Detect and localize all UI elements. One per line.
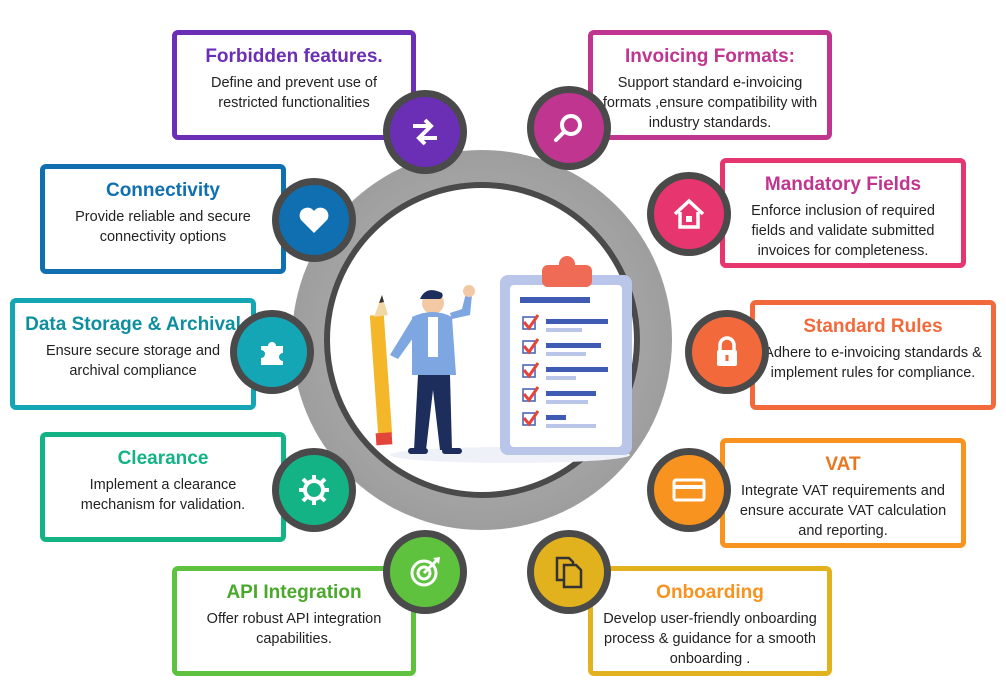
gear-icon xyxy=(299,475,329,505)
data-storage-card: Data Storage & Archival Ensure secure st… xyxy=(10,298,256,410)
forbidden-features-title: Forbidden features. xyxy=(205,46,383,67)
clearance-desc: Implement a clearance mechanism for vali… xyxy=(80,477,246,513)
onboarding-desc: Develop user-friendly onboarding process… xyxy=(603,611,817,667)
api-integration-desc: Offer robust API integration capabilitie… xyxy=(206,611,382,647)
onboarding-card: Onboarding Develop user-friendly onboard… xyxy=(588,566,832,676)
magnifier-icon xyxy=(554,114,582,142)
onboarding-title: Onboarding xyxy=(656,582,764,603)
invoicing-formats-desc: Support standard e-invoicing formats ,en… xyxy=(602,75,818,131)
arrows-exchange-icon xyxy=(413,118,437,146)
clearance-badge xyxy=(272,448,356,532)
api-integration-title: API Integration xyxy=(226,582,362,603)
connectivity-title: Connectivity xyxy=(105,180,221,201)
clearance-card: Clearance Implement a clearance mechanis… xyxy=(40,432,286,542)
data-storage-badge xyxy=(230,310,314,394)
vat-title: VAT xyxy=(825,454,861,475)
mandatory-fields-title: Mandatory Fields xyxy=(764,174,922,195)
connectivity-badge xyxy=(272,178,356,262)
invoicing-formats-card: Invoicing Formats: Support standard e-in… xyxy=(588,30,832,140)
heart-icon xyxy=(299,207,329,233)
data-storage-title: Data Storage & Archival xyxy=(25,314,241,335)
api-integration-badge xyxy=(383,530,467,614)
mandatory-fields-badge xyxy=(647,172,731,256)
standard-rules-desc: Adhere to e-invoicing standards & implem… xyxy=(764,345,982,381)
forbidden-features-card: Forbidden features. Define and prevent u… xyxy=(172,30,416,140)
standard-rules-title: Standard Rules xyxy=(803,316,943,337)
home-icon xyxy=(673,198,705,229)
forbidden-features-desc: Define and prevent use of restricted fun… xyxy=(210,75,378,111)
standard-rules-card: Standard Rules Adhere to e-invoicing sta… xyxy=(750,300,996,410)
invoicing-formats-title: Invoicing Formats: xyxy=(625,46,795,67)
puzzle-icon xyxy=(261,342,283,365)
vat-badge xyxy=(647,448,731,532)
connectivity-desc: Provide reliable and secure connectivity… xyxy=(75,209,251,245)
checklist-illustration xyxy=(369,256,632,463)
standard-rules-badge xyxy=(685,310,769,394)
api-integration-card: API Integration Offer robust API integra… xyxy=(172,566,416,676)
credit-card-icon xyxy=(672,478,706,502)
onboarding-badge xyxy=(527,530,611,614)
data-storage-desc: Ensure secure storage and archival compl… xyxy=(45,343,221,379)
forbidden-features-badge xyxy=(383,90,467,174)
target-icon xyxy=(410,557,440,587)
vat-card: VAT Integrate VAT requirements and ensur… xyxy=(720,438,966,548)
lock-icon xyxy=(717,336,737,366)
invoicing-formats-badge xyxy=(527,86,611,170)
copy-documents-icon xyxy=(555,556,583,589)
connectivity-card: Connectivity Provide reliable and secure… xyxy=(40,164,286,274)
vat-desc: Integrate VAT requirements and ensure ac… xyxy=(739,483,947,539)
mandatory-fields-desc: Enforce inclusion of required fields and… xyxy=(751,203,935,259)
mandatory-fields-card: Mandatory Fields Enforce inclusion of re… xyxy=(720,158,966,268)
clearance-title: Clearance xyxy=(117,448,209,469)
